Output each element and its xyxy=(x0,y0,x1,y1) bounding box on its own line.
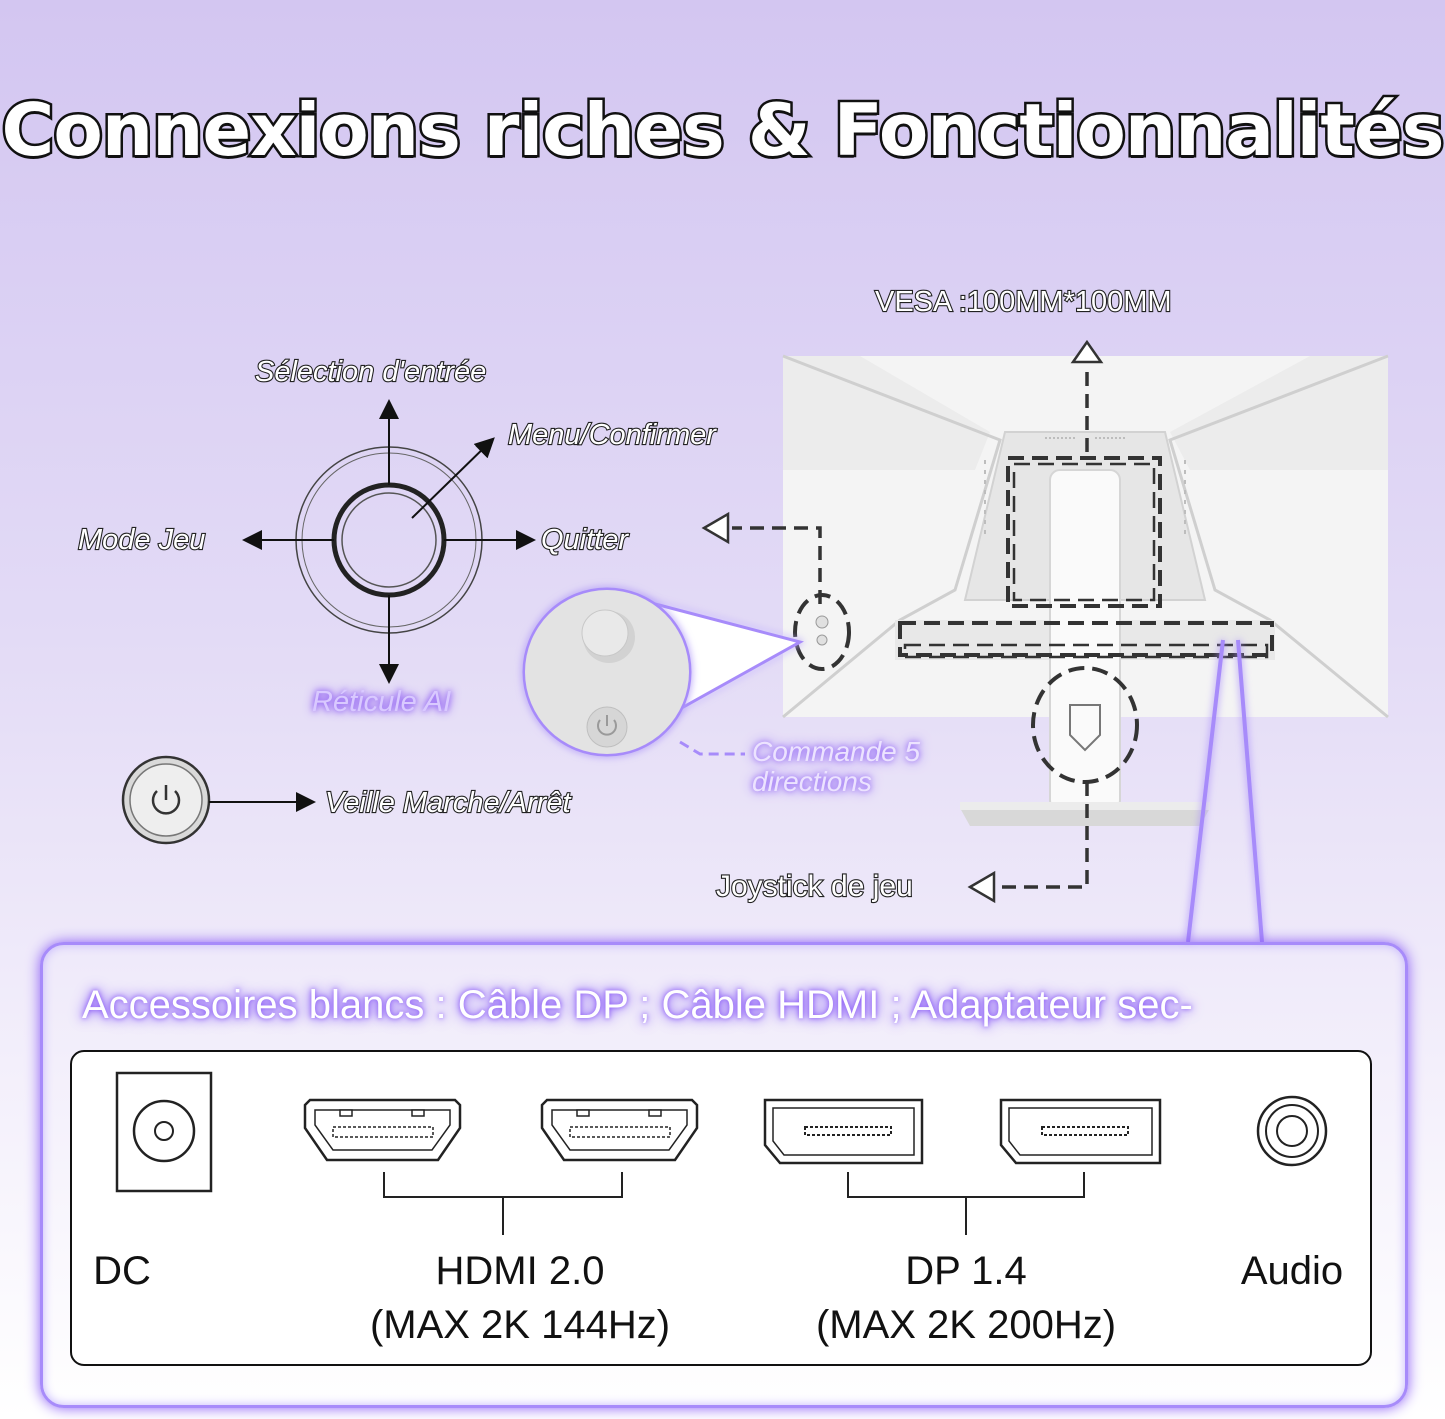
joystick-callout-line1: Commande 5 xyxy=(752,736,921,767)
audio-label: Audio xyxy=(1240,1249,1344,1293)
page-title: Connexions riches & Fonctionnalités xyxy=(0,86,1445,175)
side-arrow-icon xyxy=(701,511,730,545)
vesa-arrow-icon xyxy=(1070,339,1104,364)
dp-name-label: DP 1.4 xyxy=(905,1249,1027,1293)
crosshair-label: Réticule AI xyxy=(312,686,452,718)
standby-label: Veille Marche/Arrêt xyxy=(324,786,572,820)
accessories-text: Accessoires blancs : Câble DP ; Câble HD… xyxy=(82,983,1193,1027)
dashed-highlights xyxy=(793,456,1274,784)
menu-confirm-label: Menu/Confirmer xyxy=(507,418,717,452)
dp-spec-label: (MAX 2K 200Hz) xyxy=(815,1303,1117,1347)
game-mode-label: Mode Jeu xyxy=(77,523,207,557)
joystick-arrows xyxy=(242,399,536,684)
input-select-label: Sélection d'entrée xyxy=(254,355,487,389)
joystick-arrow-icon xyxy=(967,870,996,904)
hdmi-name-label: HDMI 2.0 xyxy=(435,1249,605,1293)
port-panel xyxy=(70,1050,1372,1366)
callout-lines xyxy=(1186,639,1264,943)
joystick-callout-line2: directions xyxy=(752,766,872,797)
accessories-panel xyxy=(40,942,1408,1408)
vesa-label: VESA :100MM*100MM xyxy=(874,285,1173,319)
dashed-arrows xyxy=(732,368,1089,889)
quit-label: Quitter xyxy=(540,523,629,557)
zoom-bubble xyxy=(522,587,804,757)
joystick-callout: Commande 5 directions xyxy=(752,737,920,797)
power-icon xyxy=(121,755,211,845)
dc-label: DC xyxy=(93,1249,151,1293)
game-joystick-label: Joystick de jeu xyxy=(715,869,914,904)
hdmi-spec-label: (MAX 2K 144Hz) xyxy=(369,1303,671,1347)
